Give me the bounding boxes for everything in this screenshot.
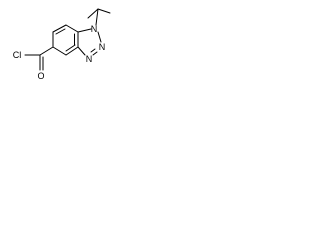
bond-layer [24, 8, 111, 71]
bond-isopropyl-to-n1 [95, 8, 99, 26]
bond-triazole-n3-c3a [77, 46, 86, 56]
bond-ring-c7a-c7 [65, 24, 79, 33]
bond-ring-c4-c3a-inner [65, 44, 76, 52]
bond-ring-to-carbonyl [39, 46, 54, 56]
atom-label-n1: N [91, 24, 98, 34]
atom-label-n2: N [99, 42, 106, 52]
bond-ring-c6-c6-inner [55, 28, 66, 35]
atom-label-n3: N [86, 54, 93, 64]
bond-triazole-c7a-n1 [77, 28, 92, 33]
chemical-structure: N N N Cl O [13, 8, 111, 81]
atom-label-oxygen: O [37, 71, 44, 81]
atom-label-layer: N N N Cl O [13, 24, 106, 81]
bond-triazole-n2-n3-inner [90, 48, 96, 53]
bond-ring-c7-c6 [52, 24, 67, 33]
bond-ring-c5-c4 [52, 46, 67, 56]
bond-triazole-n2-n3 [92, 51, 98, 56]
bond-isopropyl-methyl-left [87, 8, 99, 19]
atom-label-chlorine: Cl [13, 50, 22, 60]
bond-isopropyl-methyl-right [97, 8, 111, 14]
bond-ring-c4-c3a [65, 46, 79, 56]
bond-triazole-n1-n2 [97, 31, 102, 43]
